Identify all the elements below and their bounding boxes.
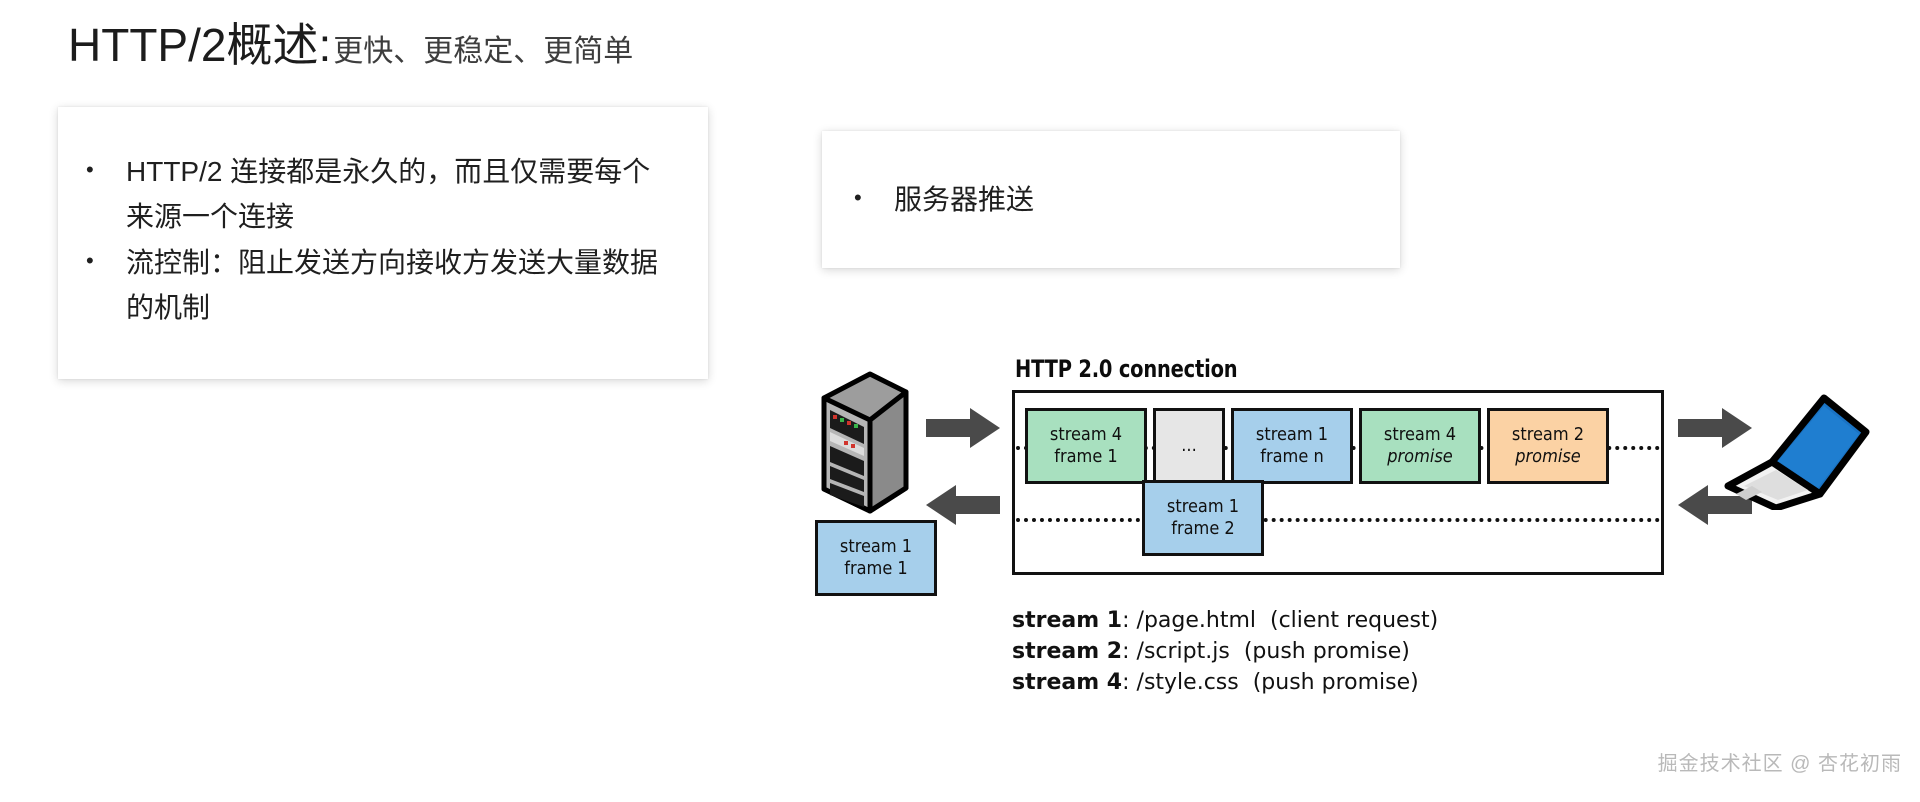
legend-row: stream 4: /style.css (push promise) [1012,667,1438,698]
frame-line-2: frame 1 [844,558,908,579]
frame-line-1: stream 2 [1511,423,1585,445]
right-bullet-list: • 服务器推送 [822,131,1400,222]
list-item-label: 流控制：阻止发送方向接收方发送大量数据的机制 [126,246,659,324]
frame-line-1: stream 1 [839,535,913,557]
page-title: HTTP/2概述:更快、更稳定、更简单 [68,22,633,68]
legend-stream-path: : /style.css [1122,670,1239,696]
http2-connection-diagram: HTTP 2.0 connection stream 4 frame 1 [790,355,1900,785]
frame-line-2: promise [1515,446,1581,467]
flow-line-upstream [1016,518,1660,522]
legend-row: stream 2: /script.js (push promise) [1012,636,1438,667]
legend-stream-name: stream 2 [1012,639,1123,665]
list-item: • 流控制：阻止发送方向接收方发送大量数据的机制 [86,240,678,331]
frame-line-1: stream 4 [1049,423,1123,445]
legend-stream-note: (client request) [1270,608,1439,633]
frame-line-1: stream 1 [1166,495,1240,517]
page-title-main: HTTP/2概述: [68,19,332,71]
list-item: • HTTP/2 连接都是永久的，而且仅需要每个来源一个连接 [86,149,678,240]
frame-row: stream 4 frame 1 ... stream 1 frame n st… [1025,408,1609,484]
frame-line-2: ... [1181,434,1197,456]
bullet-marker-icon: • [854,185,862,210]
list-item-label: 服务器推送 [894,184,1035,215]
left-bullet-list: • HTTP/2 连接都是永久的，而且仅需要每个来源一个连接 • 流控制：阻止发… [58,107,708,330]
frame-line-2: frame 2 [1171,518,1235,539]
frame-line-2: promise [1387,446,1453,467]
server-tower-icon [821,371,909,514]
arrow-left-client-to-connection-icon [1678,485,1752,525]
frame-ellipsis: ... [1153,408,1225,484]
frame-stream4-promise: stream 4 promise [1359,408,1481,484]
frame-line-1: stream 1 [1255,423,1329,445]
diagram-heading: HTTP 2.0 connection [1015,355,1238,383]
legend-stream-path: : /script.js [1122,639,1230,665]
laptop-icon [1724,394,1870,510]
watermark: 掘金技术社区 @ 杏花初雨 [1657,753,1902,775]
frame-stream4-frame1: stream 4 frame 1 [1025,408,1147,484]
legend-stream-note: (push promise) [1243,639,1410,665]
frame-line-2: frame 1 [1054,446,1118,467]
stream-legend: stream 1: /page.html (client request) st… [1012,605,1438,699]
arrow-right-connection-to-client-icon [1678,408,1752,448]
bullet-marker-icon: • [86,247,94,273]
page-title-subtitle: 更快、更稳定、更简单 [333,35,634,68]
frame-stream1-frame1-outgoing: stream 1 frame 1 [815,520,937,596]
bullet-marker-icon: • [86,157,94,182]
frame-stream1-frame2: stream 1 frame 2 [1142,480,1264,556]
legend-row: stream 1: /page.html (client request) [1012,605,1438,636]
arrow-left-connection-to-server-icon [926,485,1000,525]
arrow-right-server-to-connection-icon [926,408,1000,448]
legend-stream-name: stream 1 [1012,608,1123,633]
left-content-card: • HTTP/2 连接都是永久的，而且仅需要每个来源一个连接 • 流控制：阻止发… [58,107,708,379]
list-item-label: HTTP/2 连接都是永久的，而且仅需要每个来源一个连接 [126,156,651,233]
frame-line-1: stream 4 [1383,423,1457,445]
right-content-card: • 服务器推送 [822,131,1400,268]
frame-line-2: frame n [1260,446,1324,467]
legend-stream-path: : /page.html [1122,608,1256,633]
frame-stream1-framen: stream 1 frame n [1231,408,1353,484]
legend-stream-name: stream 4 [1012,670,1123,696]
list-item: • 服务器推送 [854,177,1370,222]
legend-stream-note: (push promise) [1252,670,1419,696]
frame-stream2-promise: stream 2 promise [1487,408,1609,484]
